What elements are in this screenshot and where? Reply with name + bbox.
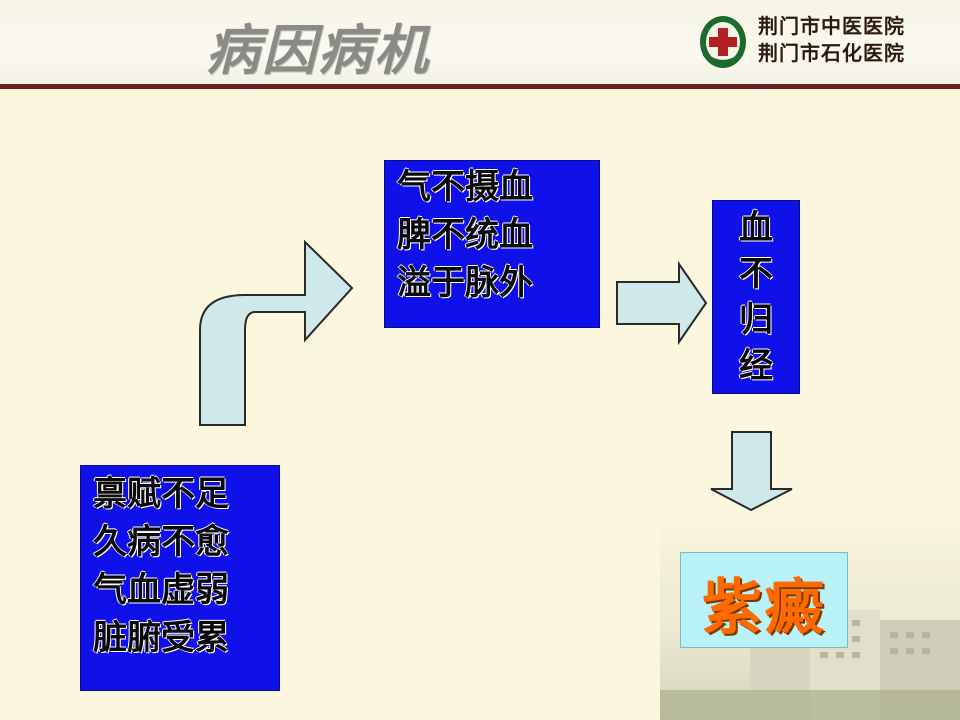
mechanism-box: 气不摄血 脾不统血 溢于脉外 xyxy=(384,160,600,328)
outcome-char: 经 xyxy=(739,346,773,386)
outcome-char: 血 xyxy=(739,208,773,248)
cause-line: 脏腑受累 xyxy=(93,618,229,658)
cause-line: 禀赋不足 xyxy=(93,474,229,514)
cause-line: 久病不愈 xyxy=(93,522,229,562)
mechanism-line: 气不摄血 xyxy=(397,167,533,207)
hospital-names: 荆门市中医医院 荆门市石化医院 xyxy=(758,13,905,67)
slide-header: 病因病机 荆门市中医医院 荆门市石化医院 xyxy=(0,0,960,86)
down-arrow-icon xyxy=(710,431,793,512)
mechanism-line: 溢于脉外 xyxy=(397,263,533,303)
hospital-name-2: 荆门市石化医院 xyxy=(758,41,905,65)
result-label: 紫癜 xyxy=(702,573,826,643)
result-box: 紫癜 xyxy=(680,552,848,648)
cause-box: 禀赋不足 久病不愈 气血虚弱 脏腑受累 xyxy=(80,465,280,691)
slide-title: 病因病机 xyxy=(206,18,430,82)
header-divider xyxy=(0,84,960,89)
outcome-box: 血 不 归 经 xyxy=(712,200,800,394)
outcome-char: 归 xyxy=(739,300,773,340)
right-arrow-icon xyxy=(616,260,708,346)
hospital-logo-icon xyxy=(700,16,746,68)
mechanism-line: 脾不统血 xyxy=(397,215,533,255)
curved-arrow-icon xyxy=(199,239,354,426)
outcome-char: 不 xyxy=(739,254,773,294)
cause-line: 气血虚弱 xyxy=(93,570,229,610)
hospital-name-1: 荆门市中医医院 xyxy=(758,14,905,38)
